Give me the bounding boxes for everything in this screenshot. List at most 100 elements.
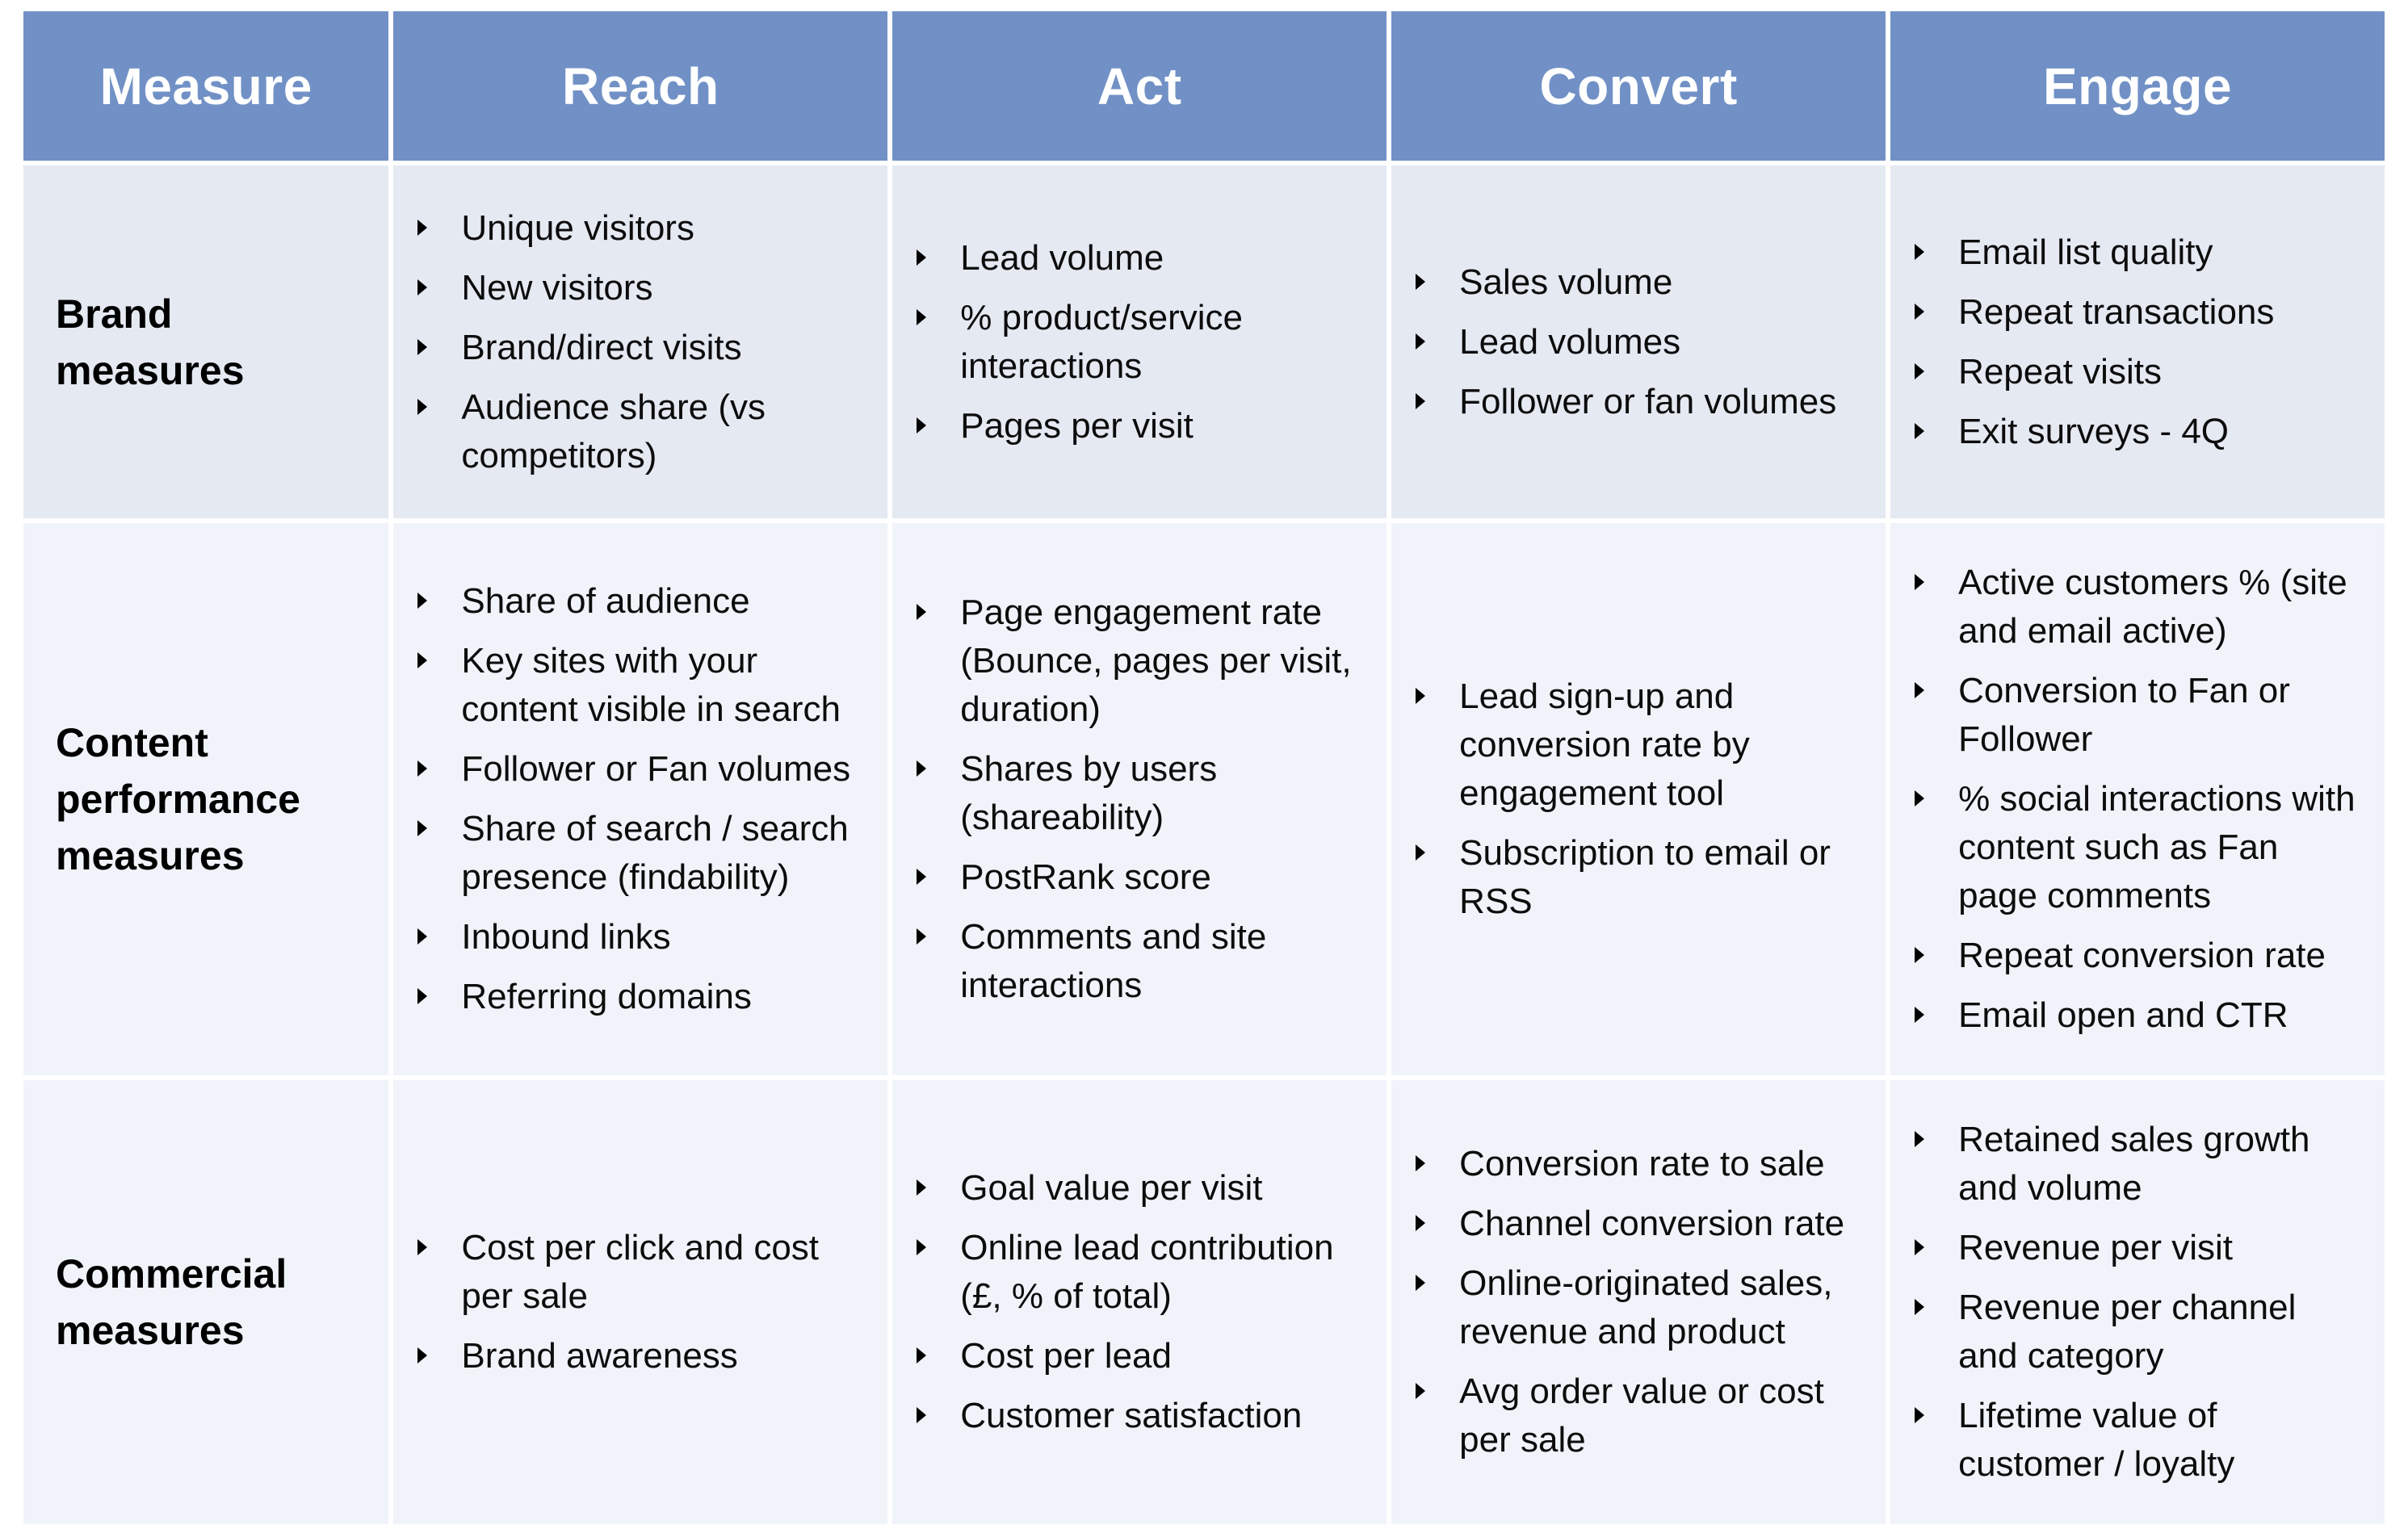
bullet-triangle-icon [417,1347,428,1364]
bullet-triangle-icon [1915,422,1925,439]
bullet-triangle-icon [417,928,428,945]
metric-list: Active customers % (site and email activ… [1915,559,2364,1040]
metric-text: Repeat transactions [1958,291,2275,332]
list-item: Channel conversion rate [1416,1200,1865,1248]
bullet-triangle-icon [1416,273,1426,290]
bullet-triangle-icon [1915,790,1925,806]
row-label-content-performance-measures: Content performance measures [23,523,389,1075]
metric-text: Conversion to Fan or Follower [1958,671,2290,759]
page: { "colors": { "header_bg": "#7191C6", "h… [0,6,2408,1529]
list-item: % social interactions with content such … [1915,775,2364,920]
metric-list: Share of audience Key sites with your co… [417,577,866,1021]
metric-list: Goal value per visit Online lead contrib… [917,1164,1366,1440]
bullet-triangle-icon [1915,947,1925,963]
bullet-triangle-icon [917,1347,927,1364]
list-item: Unique visitors [417,204,866,253]
metric-text: Cost per click and cost per sale [461,1228,820,1316]
metric-text: Shares by users (shareability) [960,749,1218,837]
list-item: Avg order value or cost per sale [1416,1368,1865,1464]
bullet-triangle-icon [1416,1383,1426,1399]
list-item: Cost per lead [917,1332,1366,1380]
list-item: Subscription to email or RSS [1416,829,1865,926]
list-item: Exit surveys - 4Q [1915,408,2364,456]
bullet-triangle-icon [1915,1299,1925,1315]
bullet-triangle-icon [917,1179,927,1196]
list-item: Key sites with your content visible in s… [417,637,866,734]
metric-list: Unique visitors New visitors Brand/direc… [417,204,866,480]
list-item: Pages per visit [917,402,1366,450]
bullet-triangle-icon [417,988,428,1004]
metric-text: Follower or Fan volumes [461,749,851,789]
metric-text: Repeat visits [1958,351,2162,392]
bullet-triangle-icon [417,593,428,609]
cell-commercial-reach: Cost per click and cost per sale Brand a… [393,1080,888,1524]
cell-content-reach: Share of audience Key sites with your co… [393,523,888,1075]
metric-text: Online-originated sales, revenue and pro… [1459,1263,1833,1351]
list-item: Revenue per channel and category [1915,1284,2364,1380]
bullet-triangle-icon [917,1407,927,1423]
list-item: Page engagement rate (Bounce, pages per … [917,589,1366,734]
list-item: PostRank score [917,853,1366,902]
cell-content-convert: Lead sign-up and conversion rate by enga… [1391,523,1886,1075]
metric-list: Retained sales growth and volume Revenue… [1915,1116,2364,1489]
list-item: Repeat visits [1915,348,2364,396]
bullet-triangle-icon [417,398,428,415]
bullet-triangle-icon [917,928,927,945]
list-item: Retained sales growth and volume [1915,1116,2364,1213]
metric-text: Conversion rate to sale [1459,1144,1825,1183]
metric-text: Retained sales growth and volume [1958,1120,2310,1208]
bullet-triangle-icon [1915,1131,1925,1147]
metric-text: Brand awareness [461,1336,738,1376]
list-item: Goal value per visit [917,1164,1366,1213]
metric-text: Share of audience [461,581,750,621]
list-item: Share of search / search presence (finda… [417,805,866,902]
list-item: Brand/direct visits [417,324,866,372]
bullet-triangle-icon [1416,844,1426,861]
metric-text: Unique visitors [461,207,694,248]
metric-text: Brand/direct visits [461,327,742,367]
metric-text: Revenue per channel and category [1958,1288,2297,1376]
bullet-triangle-icon [417,652,428,668]
list-item: Lead sign-up and conversion rate by enga… [1416,672,1865,818]
metric-list: Page engagement rate (Bounce, pages per … [917,589,1366,1010]
list-item: Sales volume [1416,258,1865,307]
cell-commercial-engage: Retained sales growth and volume Revenue… [1890,1080,2385,1524]
bullet-triangle-icon [1915,243,1925,260]
metric-text: Comments and site interactions [960,917,1267,1005]
bullet-triangle-icon [917,604,927,620]
bullet-triangle-icon [1915,303,1925,320]
list-item: Follower or fan volumes [1416,378,1865,426]
row-brand-measures: Brand measures Unique visitors New visit… [23,165,2385,518]
list-item: Follower or Fan volumes [417,745,866,794]
metric-text: Lead sign-up and conversion rate by enga… [1459,677,1750,813]
list-item: Audience share (vs competitors) [417,383,866,480]
list-item: Revenue per visit [1915,1224,2364,1272]
header-row: Measure Reach Act Convert Engage [23,11,2385,161]
bullet-triangle-icon [417,820,428,836]
list-item: Inbound links [417,913,866,961]
cell-commercial-act: Goal value per visit Online lead contrib… [892,1080,1387,1524]
metric-text: Active customers % (site and email activ… [1958,563,2347,651]
cell-content-act: Page engagement rate (Bounce, pages per … [892,523,1387,1075]
bullet-triangle-icon [1915,574,1925,590]
metric-text: Key sites with your content visible in s… [461,641,841,729]
list-item: New visitors [417,264,866,312]
metric-text: Repeat conversion rate [1958,936,2326,975]
cell-content-engage: Active customers % (site and email activ… [1890,523,2385,1075]
metric-list: Conversion rate to sale Channel conversi… [1416,1140,1865,1464]
metric-text: Sales volume [1459,262,1673,302]
bullet-triangle-icon [1915,362,1925,379]
metric-list: Lead volume % product/service interactio… [917,234,1366,450]
bullet-triangle-icon [417,1239,428,1255]
list-item: Lead volume [917,234,1366,283]
list-item: Repeat conversion rate [1915,932,2364,980]
bullet-triangle-icon [917,1239,927,1255]
bullet-triangle-icon [1416,688,1426,704]
list-item: Brand awareness [417,1332,866,1380]
bullet-triangle-icon [1416,392,1426,409]
metric-list: Email list quality Repeat transactions R… [1915,228,2364,456]
metric-text: Referring domains [461,977,752,1016]
bullet-triangle-icon [417,760,428,777]
cell-brand-convert: Sales volume Lead volumes Follower or fa… [1391,165,1886,518]
row-label-brand-measures: Brand measures [23,165,389,518]
